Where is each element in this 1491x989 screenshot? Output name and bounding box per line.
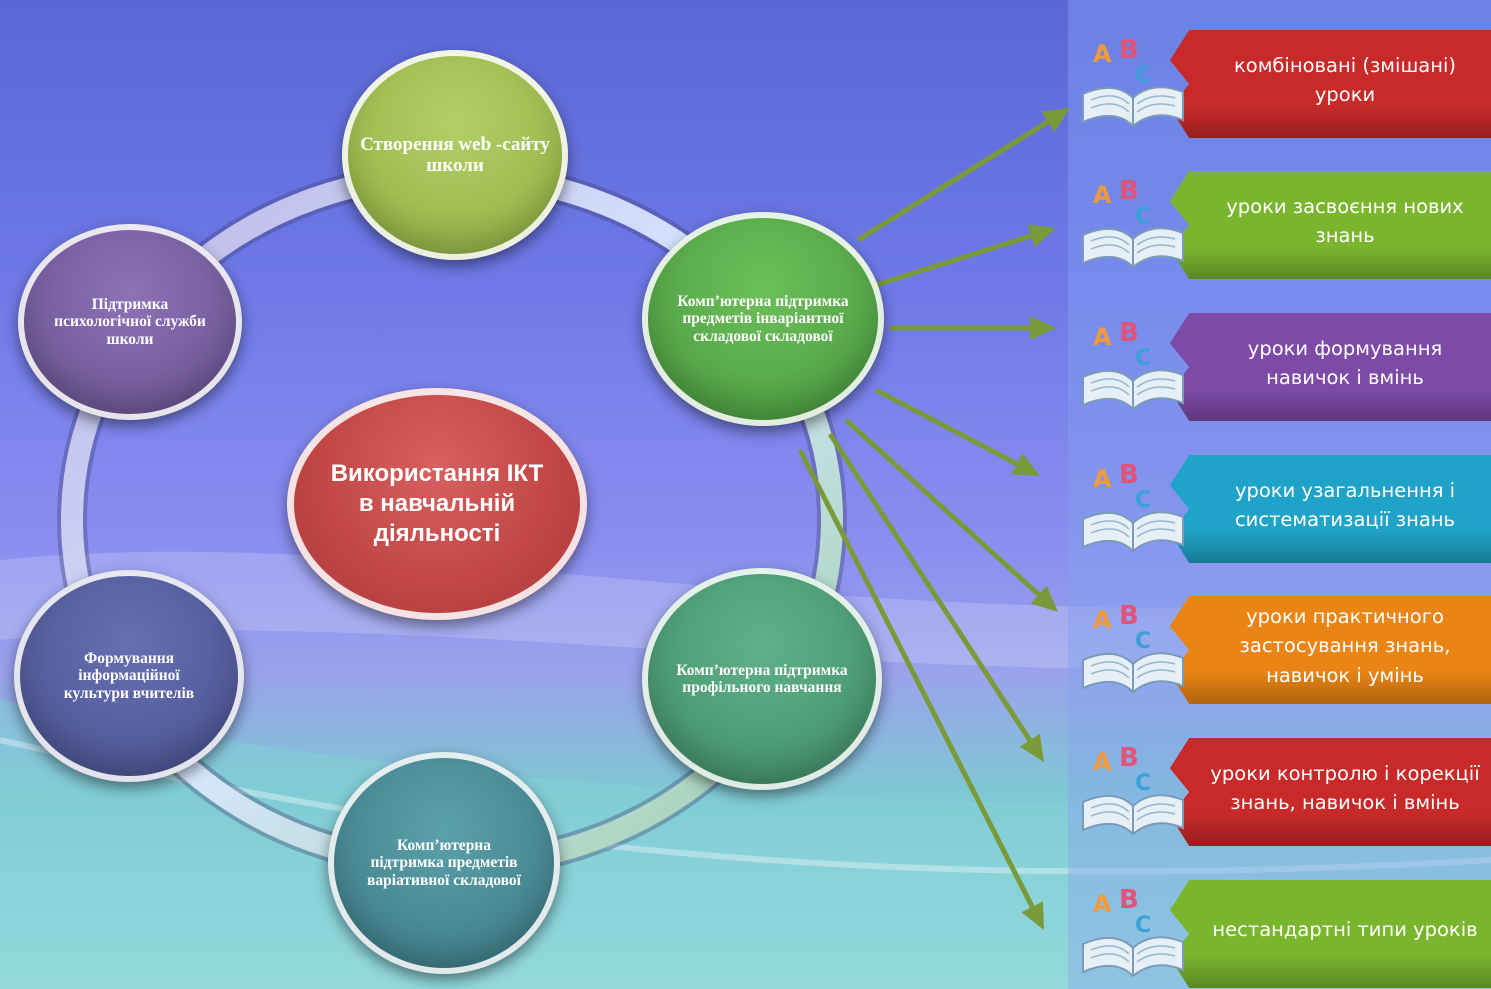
svg-text:B: B	[1119, 885, 1139, 915]
node-invariant-label: Комп’ютерна підтримка предметів інваріан…	[677, 292, 849, 345]
node-website: Створення web -сайту школи	[342, 50, 568, 260]
node-website-label: Створення web -сайту школи	[360, 133, 550, 176]
center-node: Використання ІКТ в навчальній діяльності	[287, 388, 587, 620]
lesson-type-label: нестандартні типи уроків	[1212, 918, 1478, 942]
center-label: Використання ІКТ в навчальній діяльності	[330, 460, 544, 547]
node-profile-label: Комп’ютерна підтримка профільного навчан…	[676, 661, 848, 696]
svg-text:B: B	[1119, 743, 1139, 773]
node-psych: Підтримка психологічної служби школи	[18, 224, 242, 420]
arrow-head	[1030, 316, 1056, 340]
svg-text:A: A	[1093, 748, 1112, 776]
arrow-head	[1021, 901, 1044, 930]
arrow-line	[827, 432, 1032, 742]
svg-text:B: B	[1119, 35, 1139, 65]
lesson-type-label: уроки контролю і корекції знань, навичок…	[1210, 761, 1480, 814]
svg-text:A: A	[1093, 606, 1112, 634]
lesson-type-banner	[1170, 313, 1491, 421]
node-variative-label: Комп’ютерна підтримка предметів варіатив…	[367, 836, 521, 889]
arrow-line	[875, 233, 1032, 288]
node-profile: Комп’ютерна підтримка профільного навчан…	[642, 568, 882, 790]
svg-text:C: C	[1135, 63, 1151, 88]
svg-text:C: C	[1135, 488, 1151, 513]
svg-text:A: A	[1093, 323, 1112, 351]
node-variative: Комп’ютерна підтримка предметів варіатив…	[328, 752, 560, 974]
svg-text:C: C	[1135, 346, 1151, 371]
lesson-type-banner	[1170, 880, 1491, 988]
arrow-head	[1041, 108, 1070, 132]
arrow-head	[1030, 585, 1058, 612]
lesson-type-banner	[1170, 455, 1491, 563]
arrow-head	[1019, 733, 1044, 762]
lesson-type-label: комбіновані (змішані) уроки	[1233, 53, 1457, 106]
arrows	[797, 108, 1070, 930]
svg-text:A: A	[1093, 40, 1112, 68]
svg-text:C: C	[1135, 771, 1151, 796]
arrow-line	[874, 387, 1019, 467]
lesson-type-banner	[1170, 596, 1491, 704]
arrow-head	[1011, 453, 1040, 476]
node-psych-label: Підтримка психологічної служби школи	[54, 295, 206, 348]
lesson-type-label: уроки засвоєння нових знань	[1226, 194, 1464, 247]
arrow-head	[1027, 224, 1056, 248]
svg-text:C: C	[1135, 204, 1151, 229]
arrow-line	[856, 119, 1050, 243]
svg-text:B: B	[1119, 318, 1139, 348]
svg-text:A: A	[1093, 465, 1112, 493]
svg-text:B: B	[1119, 601, 1139, 631]
svg-text:B: B	[1119, 460, 1139, 490]
node-culture: Формування інформаційної культури вчител…	[14, 570, 244, 782]
lesson-type-banner	[1170, 30, 1491, 138]
lesson-type-label: уроки практичного застосування знань, на…	[1239, 605, 1451, 687]
lesson-type-label: уроки узагальнення і систематизації знан…	[1234, 478, 1456, 531]
svg-text:A: A	[1093, 181, 1112, 209]
lesson-type-banner	[1170, 738, 1491, 846]
svg-text:B: B	[1119, 176, 1139, 206]
node-invariant: Комп’ютерна підтримка предметів інваріан…	[642, 212, 884, 426]
svg-text:C: C	[1135, 629, 1151, 654]
lesson-type-banner	[1170, 171, 1491, 279]
arrow-line	[797, 448, 1035, 908]
node-culture-label: Формування інформаційної культури вчител…	[63, 649, 195, 702]
svg-text:C: C	[1135, 913, 1151, 938]
arrow-line	[844, 418, 1041, 597]
svg-text:A: A	[1093, 890, 1112, 918]
lesson-type-label: уроки формування навичок і вмінь	[1247, 336, 1443, 389]
